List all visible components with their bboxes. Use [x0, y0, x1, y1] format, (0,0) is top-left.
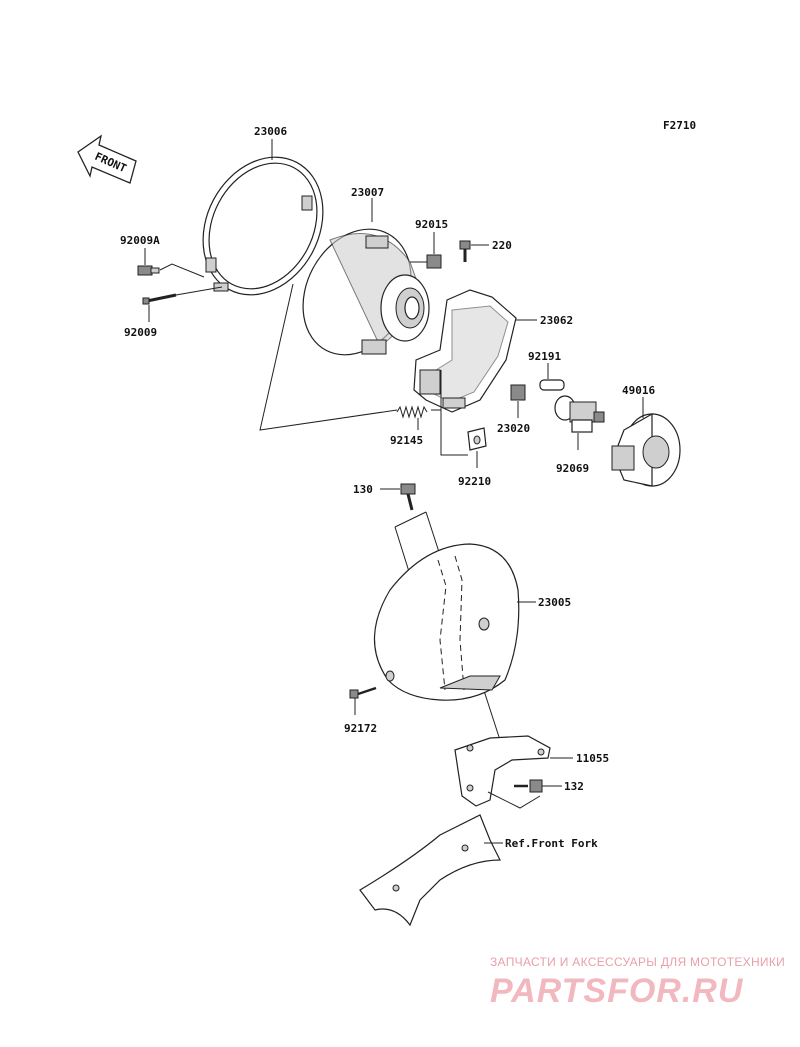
headlight-shell — [373, 543, 520, 701]
watermark-caption: ЗАПЧАСТИ И АКСЕССУАРЫ ДЛЯ МОТОТЕХНИКИ — [490, 955, 786, 969]
part-label-23007: 23007 — [351, 186, 384, 199]
part-label-23062: 23062 — [540, 314, 573, 327]
part-label-130: 130 — [353, 483, 373, 496]
bolt-130 — [400, 483, 416, 511]
bracket-11055 — [454, 735, 551, 807]
part-label-92069: 92069 — [556, 462, 589, 475]
part-label-92009A: 92009A — [120, 234, 160, 247]
front-fork-reference — [359, 814, 501, 927]
socket-23020 — [510, 384, 526, 401]
part-label-92009: 92009 — [124, 326, 157, 339]
part-label-23006: 23006 — [254, 125, 287, 138]
nut-92015 — [426, 254, 442, 269]
screw-92009 — [142, 293, 177, 305]
part-label-49016: 49016 — [622, 384, 655, 397]
part-label-92015: 92015 — [415, 218, 448, 231]
reference-note: Ref.Front Fork — [505, 837, 598, 850]
bulb-92069 — [554, 395, 605, 433]
dust-boot-49016 — [611, 412, 681, 487]
part-label-23005: 23005 — [538, 596, 571, 609]
part-label-92191: 92191 — [528, 350, 561, 363]
part-label-92145: 92145 — [390, 434, 423, 447]
sleeve-92191 — [539, 379, 565, 391]
watermark-logo: PARTSFOR.RU — [490, 972, 744, 1010]
reflector-housing — [302, 228, 430, 356]
spring-92145 — [396, 405, 428, 419]
part-label-23020: 23020 — [497, 422, 530, 435]
plate-92210 — [467, 427, 487, 451]
headlight-rim — [202, 156, 324, 296]
bolt-132 — [514, 779, 543, 793]
part-label-92210: 92210 — [458, 475, 491, 488]
part-label-220: 220 — [492, 239, 512, 252]
figure-code: F2710 — [663, 119, 696, 132]
part-label-11055: 11055 — [576, 752, 609, 765]
screw-92172 — [349, 686, 377, 699]
front-arrow-icon: FRONT — [77, 134, 137, 184]
screw-92009A — [137, 265, 160, 276]
part-label-132: 132 — [564, 780, 584, 793]
part-label-92172: 92172 — [344, 722, 377, 735]
screw-220 — [459, 240, 471, 262]
socket-bracket — [413, 289, 517, 413]
